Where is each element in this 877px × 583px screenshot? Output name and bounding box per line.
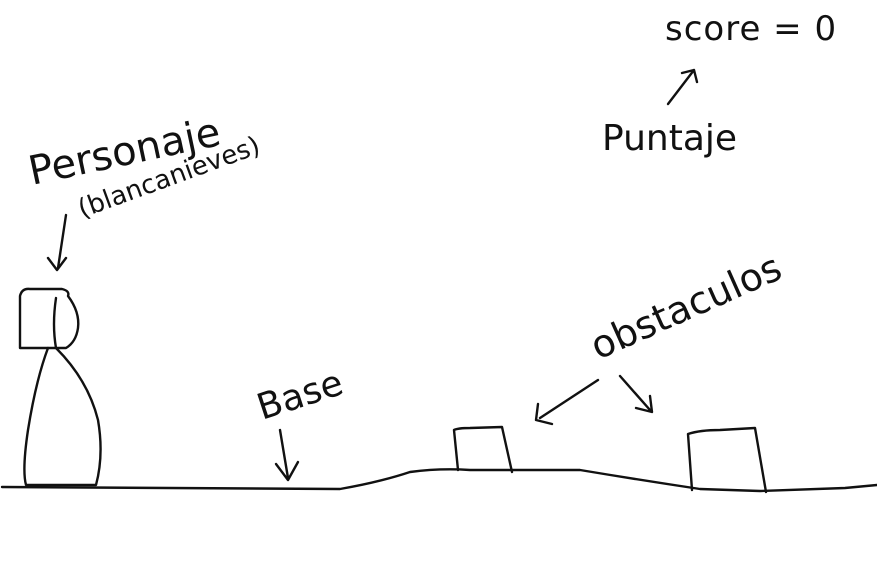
character-body (23, 346, 102, 487)
obstacles-label: obstaculos (584, 245, 788, 368)
obstacle-block (686, 426, 768, 494)
character-face-line (52, 296, 58, 350)
ground-line (0, 468, 877, 493)
obstacle-arrow-left-icon (534, 378, 600, 426)
score-caption: Puntaje (602, 118, 737, 159)
ground-arrow-icon (274, 428, 300, 482)
character-arrow-icon (46, 213, 68, 272)
ground-label: Base (252, 362, 348, 428)
character-head (18, 287, 80, 350)
player-character (18, 287, 102, 487)
obstacle-block (452, 425, 514, 474)
score-display: score = 0 (665, 9, 837, 49)
score-arrow-icon (666, 68, 699, 106)
obstacle-arrow-right-icon (618, 374, 654, 414)
